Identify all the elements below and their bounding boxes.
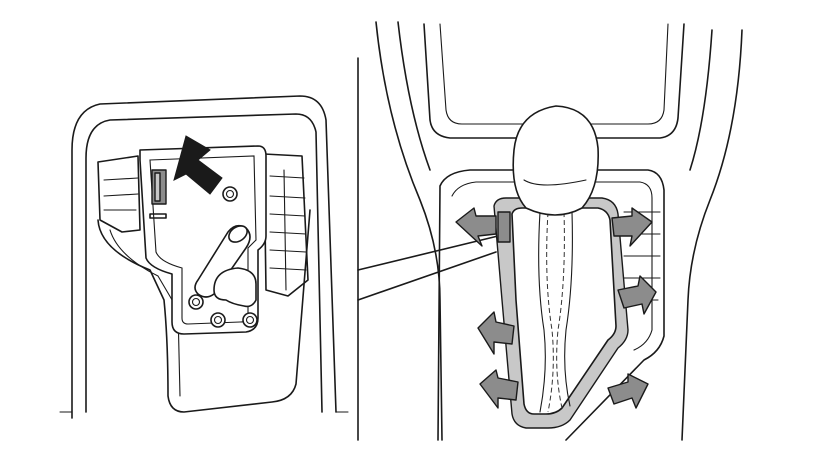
arrow-lower-right <box>608 374 648 408</box>
arrow-upper-left <box>456 208 496 246</box>
bolt-bottom-right <box>243 313 257 327</box>
console-left-outer <box>376 22 442 440</box>
bolt-bottom-left <box>189 295 203 309</box>
shift-knob <box>513 106 598 215</box>
right-bracket-ribs <box>270 176 306 270</box>
console-right-outer <box>682 30 742 440</box>
right-panel-console-detail <box>376 22 742 440</box>
bolt-top-right <box>223 187 237 201</box>
trim-release-tab <box>498 212 510 242</box>
gate-slot-highlight <box>155 173 160 201</box>
console-right-inner <box>690 30 712 170</box>
bolt-bottom-middle <box>211 313 225 327</box>
right-bracket-inner <box>284 170 286 290</box>
left-panel-shift-plate-detail <box>60 96 348 418</box>
callout-leader-lines <box>358 236 498 300</box>
left-bracket-ribs <box>104 178 138 210</box>
